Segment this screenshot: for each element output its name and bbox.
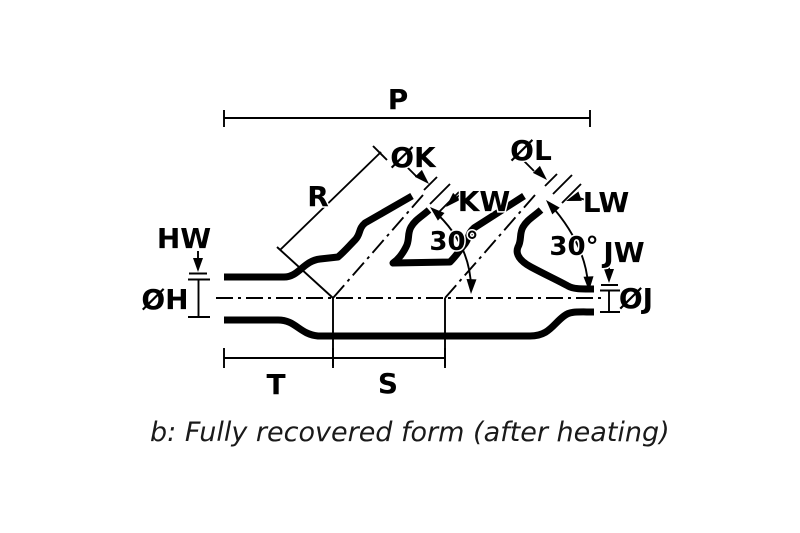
dim-label-jw: JW	[601, 236, 644, 269]
dim-label-angle1: 30°	[429, 227, 478, 257]
boot-outline	[224, 192, 595, 340]
dim-label-kw: KW	[458, 185, 511, 218]
jw-arrowhead	[604, 269, 614, 283]
angle1-arrowhead-top	[430, 207, 445, 221]
ok-leader-line	[405, 165, 418, 178]
dimension-ok-kw: ØK KW	[389, 140, 512, 220]
dim-label-p: P	[388, 83, 409, 116]
dimension-r: R	[276, 145, 388, 299]
r-dimension-line	[279, 151, 382, 251]
dim-label-ol: ØL	[510, 134, 552, 167]
dimension-t-s: T S	[223, 298, 446, 403]
figure-caption: b: Fully recovered form (after heating)	[150, 417, 670, 448]
ok-tick	[423, 176, 438, 191]
branch1-centerline	[332, 194, 424, 299]
dim-label-oj: ØJ	[619, 282, 653, 315]
branch2-centerline	[444, 194, 536, 299]
angle2-arrowhead-bottom	[583, 276, 594, 291]
lw-wall-tick-2	[561, 183, 582, 204]
dim-label-ok: ØK	[390, 141, 437, 174]
dim-label-t: T	[266, 368, 285, 401]
lw-arrowhead	[566, 191, 582, 201]
dimension-hw-oh: HW ØH	[140, 221, 213, 318]
r-end-tick	[372, 145, 388, 161]
kw-wall-tick-1	[429, 183, 451, 205]
angle-branch2: 30°	[546, 200, 600, 291]
hw-arrowhead	[193, 258, 203, 272]
dim-label-hw: HW	[157, 222, 211, 255]
angle2-arrowhead-top	[546, 200, 560, 215]
angle1-arrowhead-bottom	[466, 279, 477, 294]
dim-label-lw: LW	[583, 186, 630, 219]
boot-outline-between-branches	[389, 193, 526, 267]
boot-outline-bottom	[224, 308, 595, 340]
centerlines	[216, 194, 601, 299]
ol-leader-line	[522, 159, 535, 172]
boot-outline-top-left-and-branch1-left	[224, 192, 414, 281]
dim-label-angle2: 30°	[549, 232, 598, 262]
ol-tick	[544, 173, 558, 187]
r-extension-line	[276, 246, 334, 299]
lw-wall-tick-1	[552, 174, 573, 195]
ok-arrowhead	[414, 169, 429, 184]
kw-arrowhead	[446, 192, 461, 207]
ol-arrowhead	[532, 165, 547, 180]
dimension-ol-lw: ØL LW	[509, 133, 631, 221]
dimension-jw-oj: JW ØJ	[600, 235, 655, 317]
dimension-p: P	[223, 82, 591, 127]
dim-label-oh: ØH	[141, 283, 188, 316]
dim-label-s: S	[378, 367, 398, 400]
angle-branch1: 30°	[428, 207, 480, 294]
boot-outline-branch2-right-and-outlet-top	[513, 207, 595, 293]
dim-label-r: R	[307, 180, 329, 213]
